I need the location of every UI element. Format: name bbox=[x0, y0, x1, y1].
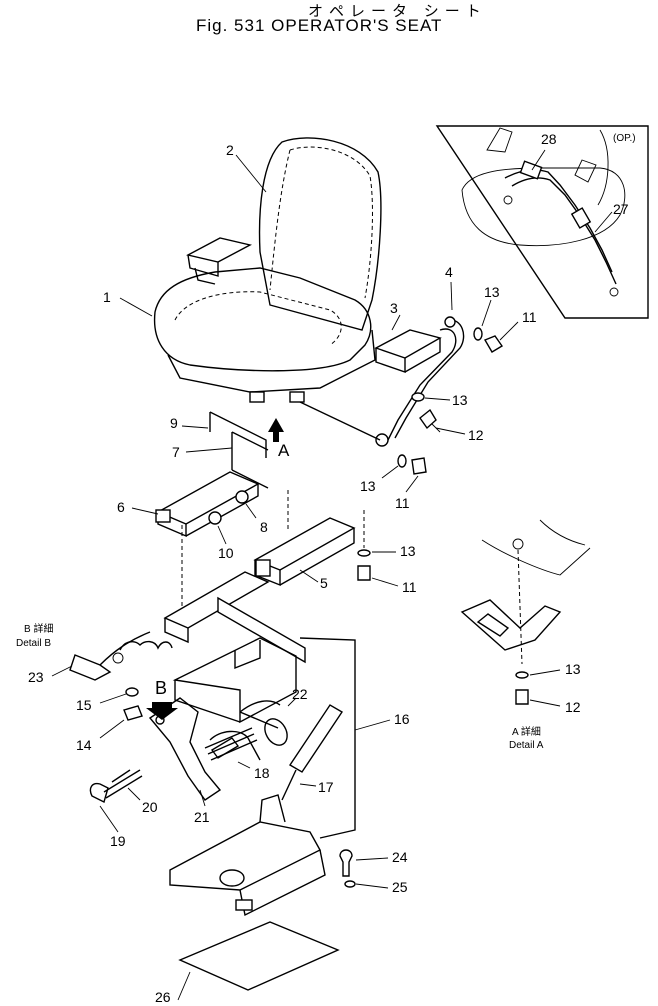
part-label-20: 20 bbox=[142, 799, 158, 815]
part-label-26: 26 bbox=[155, 989, 171, 1005]
rail-assembly: 9 7 6 8 10 5 A bbox=[117, 411, 356, 610]
part-label-22: 22 bbox=[292, 686, 308, 702]
figure-title: オペレータ シート Fig. 531 OPERATOR'S SEAT bbox=[0, 0, 658, 50]
part-label-16: 16 bbox=[394, 711, 410, 727]
option-tag: (OP.) bbox=[613, 133, 636, 144]
detail-a-label-en: Detail A bbox=[509, 740, 544, 751]
part-label-21: 21 bbox=[194, 809, 210, 825]
part-label-13-b: 13 bbox=[452, 392, 468, 408]
title-english: Fig. 531 OPERATOR'S SEAT bbox=[196, 16, 443, 35]
suspension-assembly: 16 22 18 17 21 B bbox=[146, 571, 410, 917]
part-label-14: 14 bbox=[76, 737, 92, 753]
detail-a-view: 13 12 A 詳細 Detail A bbox=[460, 519, 591, 751]
part-label-3: 3 bbox=[390, 300, 398, 316]
detail-b-label-en: Detail B bbox=[16, 638, 51, 649]
detail-b-label-jp: B 詳細 bbox=[24, 622, 53, 635]
view-marker-b: B bbox=[155, 678, 167, 698]
part-label-23: 23 bbox=[28, 669, 44, 685]
part-label-13-c: 13 bbox=[360, 478, 376, 494]
seat-assembly: 1 2 bbox=[103, 137, 382, 403]
part-label-13-d: 13 bbox=[400, 543, 416, 559]
part-label-12-b: 12 bbox=[565, 699, 581, 715]
part-label-13-a: 13 bbox=[484, 284, 500, 300]
part-label-18: 18 bbox=[254, 765, 270, 781]
part-label-11-b: 11 bbox=[395, 495, 410, 511]
view-marker-a: A bbox=[278, 441, 290, 460]
part-label-27: 27 bbox=[613, 201, 629, 217]
part-label-7: 7 bbox=[172, 444, 180, 460]
part-label-6: 6 bbox=[117, 499, 125, 515]
part-label-2: 2 bbox=[226, 142, 234, 158]
part-label-5: 5 bbox=[320, 575, 328, 591]
part-label-28: 28 bbox=[541, 131, 557, 147]
part-label-12-a: 12 bbox=[468, 427, 484, 443]
part-label-15: 15 bbox=[76, 697, 92, 713]
armrest-assembly: 3 4 bbox=[299, 264, 465, 447]
part-label-1: 1 bbox=[103, 289, 111, 305]
base-fasteners: 24 25 26 bbox=[155, 849, 408, 1005]
part-label-17: 17 bbox=[318, 779, 334, 795]
adjuster-lever: 23 15 14 19 20 B 詳細 Detail B bbox=[16, 622, 173, 849]
part-label-4: 4 bbox=[445, 264, 453, 280]
detail-a-label-jp: A 詳細 bbox=[512, 725, 541, 738]
fasteners-upper-right: 13 11 13 12 13 11 13 11 bbox=[357, 284, 537, 595]
part-label-9: 9 bbox=[170, 415, 178, 431]
part-label-11-c: 11 bbox=[402, 579, 417, 595]
part-label-10: 10 bbox=[218, 545, 234, 561]
part-label-24: 24 bbox=[392, 849, 408, 865]
seat-belt-inset: (OP.) 28 27 bbox=[435, 125, 649, 319]
part-label-11-a: 11 bbox=[522, 309, 537, 325]
title-japanese: オペレータ シート bbox=[308, 2, 487, 20]
part-label-13-e: 13 bbox=[565, 661, 581, 677]
part-label-19: 19 bbox=[110, 833, 126, 849]
part-label-8: 8 bbox=[260, 519, 268, 535]
part-label-25: 25 bbox=[392, 879, 408, 895]
